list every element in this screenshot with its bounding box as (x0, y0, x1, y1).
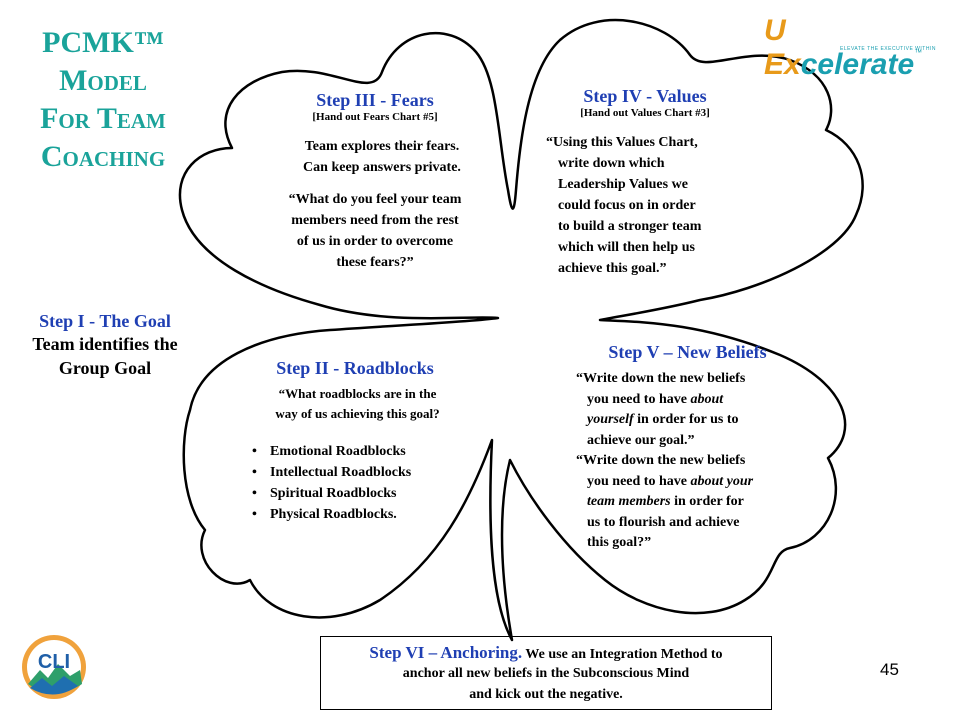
step-1-line-2: Group Goal (10, 356, 200, 380)
step-4-line-6: which will then help us (546, 237, 756, 258)
list-item-label: Intellectual Roadblocks (270, 465, 411, 480)
step-6-line-3: and kick out the negative. (321, 684, 771, 705)
step-3-question: “What do you feel your team members need… (255, 189, 495, 273)
list-item: •Physical Roadblocks. (252, 504, 411, 525)
step-2-q-line-2: way of us achieving this goal? (245, 404, 470, 424)
step-5-a-line-3-text: in order for us to (634, 412, 739, 427)
step-5-a-line-3: yourself in order for us to (576, 410, 806, 431)
step-5-b-line-3: team members in order for (576, 492, 806, 513)
page-number: 45 (880, 660, 899, 680)
logo-u: U (764, 14, 786, 47)
step-3-q-line-2: members need from the rest (255, 210, 495, 231)
cli-logo-text: CLI (38, 651, 70, 673)
step-1-heading: Step I - The Goal (10, 311, 200, 332)
step-4-heading: Step IV - Values (545, 86, 745, 107)
step-3-intro-line-1: Team explores their fears. (262, 136, 502, 157)
bullet-icon: • (252, 462, 270, 483)
list-item: •Spiritual Roadblocks (252, 483, 411, 504)
title-line-1: PCMK™ (18, 24, 188, 62)
step-3-intro: Team explores their fears. Can keep answ… (262, 136, 502, 178)
step-3-intro-line-2: Can keep answers private. (262, 157, 502, 178)
step-4-handout: [Hand out Values Chart #3] (545, 107, 745, 119)
step-6-heading: Step VI – Anchoring. (369, 643, 522, 662)
step-3-handout: [Hand out Fears Chart #5] (255, 111, 495, 123)
page-title: PCMK™ Model For Team Coaching (18, 24, 188, 176)
step-6-box: Step VI – Anchoring. We use an Integrati… (320, 636, 772, 710)
bullet-icon: • (252, 441, 270, 462)
step-6-line-1-text: We use an Integration Method to (522, 647, 722, 662)
step-5-b-line-2: you need to have about your (576, 472, 806, 493)
step-2-q-line-1: “What roadblocks are in the (245, 384, 470, 404)
step-2-heading: Step II - Roadblocks (240, 358, 470, 379)
uexcelerate-logo: U Excelerate™ ELEVATE THE EXECUTIVE WITH… (764, 14, 944, 64)
title-line-3: For Team (18, 100, 188, 138)
step-3-block: Step III - Fears [Hand out Fears Chart #… (255, 90, 495, 123)
step-5-a-line-2-text: you need to have (587, 392, 687, 407)
step-4-line-4: could focus on in order (546, 195, 756, 216)
logo-rest: celerate (801, 48, 914, 81)
step-6-line-2: anchor all new beliefs in the Subconscio… (321, 663, 771, 684)
list-item: •Intellectual Roadblocks (252, 462, 411, 483)
cli-logo: CLI (20, 632, 88, 702)
step-4-line-7: achieve this goal.” (546, 258, 756, 279)
step-5-a-line-3-emph: yourself (587, 412, 634, 427)
bullet-icon: • (252, 483, 270, 504)
step-6-line-1: Step VI – Anchoring. We use an Integrati… (321, 643, 771, 663)
step-4-line-5: to build a stronger team (546, 216, 756, 237)
step-5-b-line-3-text: in order for (671, 494, 744, 509)
bullet-icon: • (252, 504, 270, 525)
step-5-a-line-4: achieve our goal.” (576, 431, 806, 452)
step-1-block: Step I - The Goal Team identifies the Gr… (10, 311, 200, 380)
list-item: •Emotional Roadblocks (252, 441, 411, 462)
step-5-a-line-2: you need to have about (576, 390, 806, 411)
step-1-line-1: Team identifies the (10, 332, 200, 356)
step-4-line-1: “Using this Values Chart, (546, 132, 756, 153)
step-5-b-line-1: “Write down the new beliefs (576, 451, 806, 472)
list-item-label: Spiritual Roadblocks (270, 486, 396, 501)
step-5-block: Step V – New Beliefs (580, 342, 795, 363)
logo-tagline: ELEVATE THE EXECUTIVE WITHIN (840, 46, 936, 52)
step-5-b-line-4: us to flourish and achieve (576, 513, 806, 534)
logo-ex: Ex (764, 48, 801, 81)
step-4-block: Step IV - Values [Hand out Values Chart … (545, 86, 745, 119)
roadblocks-list: •Emotional Roadblocks •Intellectual Road… (252, 441, 411, 525)
step-5-a-line-1: “Write down the new beliefs (576, 369, 806, 390)
step-5-body: “Write down the new beliefs you need to … (576, 369, 806, 554)
step-2-question: “What roadblocks are in the way of us ac… (245, 384, 470, 424)
step-3-q-line-1: “What do you feel your team (255, 189, 495, 210)
step-3-q-line-4: these fears?” (255, 252, 495, 273)
step-4-line-2: write down which (546, 153, 756, 174)
step-5-b-line-5: this goal?” (576, 533, 806, 554)
list-item-label: Emotional Roadblocks (270, 444, 406, 459)
title-line-2: Model (18, 62, 188, 100)
step-5-a-line-2-emph: about (690, 392, 723, 407)
step-5-b-line-2-emph: about your (690, 474, 753, 489)
step-5-heading: Step V – New Beliefs (580, 342, 795, 363)
title-line-4: Coaching (18, 138, 188, 176)
step-2-block: Step II - Roadblocks (240, 358, 470, 379)
step-3-heading: Step III - Fears (255, 90, 495, 111)
step-4-body: “Using this Values Chart, write down whi… (546, 132, 756, 279)
list-item-label: Physical Roadblocks. (270, 507, 397, 522)
step-4-line-3: Leadership Values we (546, 174, 756, 195)
step-5-b-line-2-text: you need to have (587, 474, 687, 489)
step-3-q-line-3: of us in order to overcome (255, 231, 495, 252)
step-5-b-line-3-emph: team members (587, 494, 671, 509)
